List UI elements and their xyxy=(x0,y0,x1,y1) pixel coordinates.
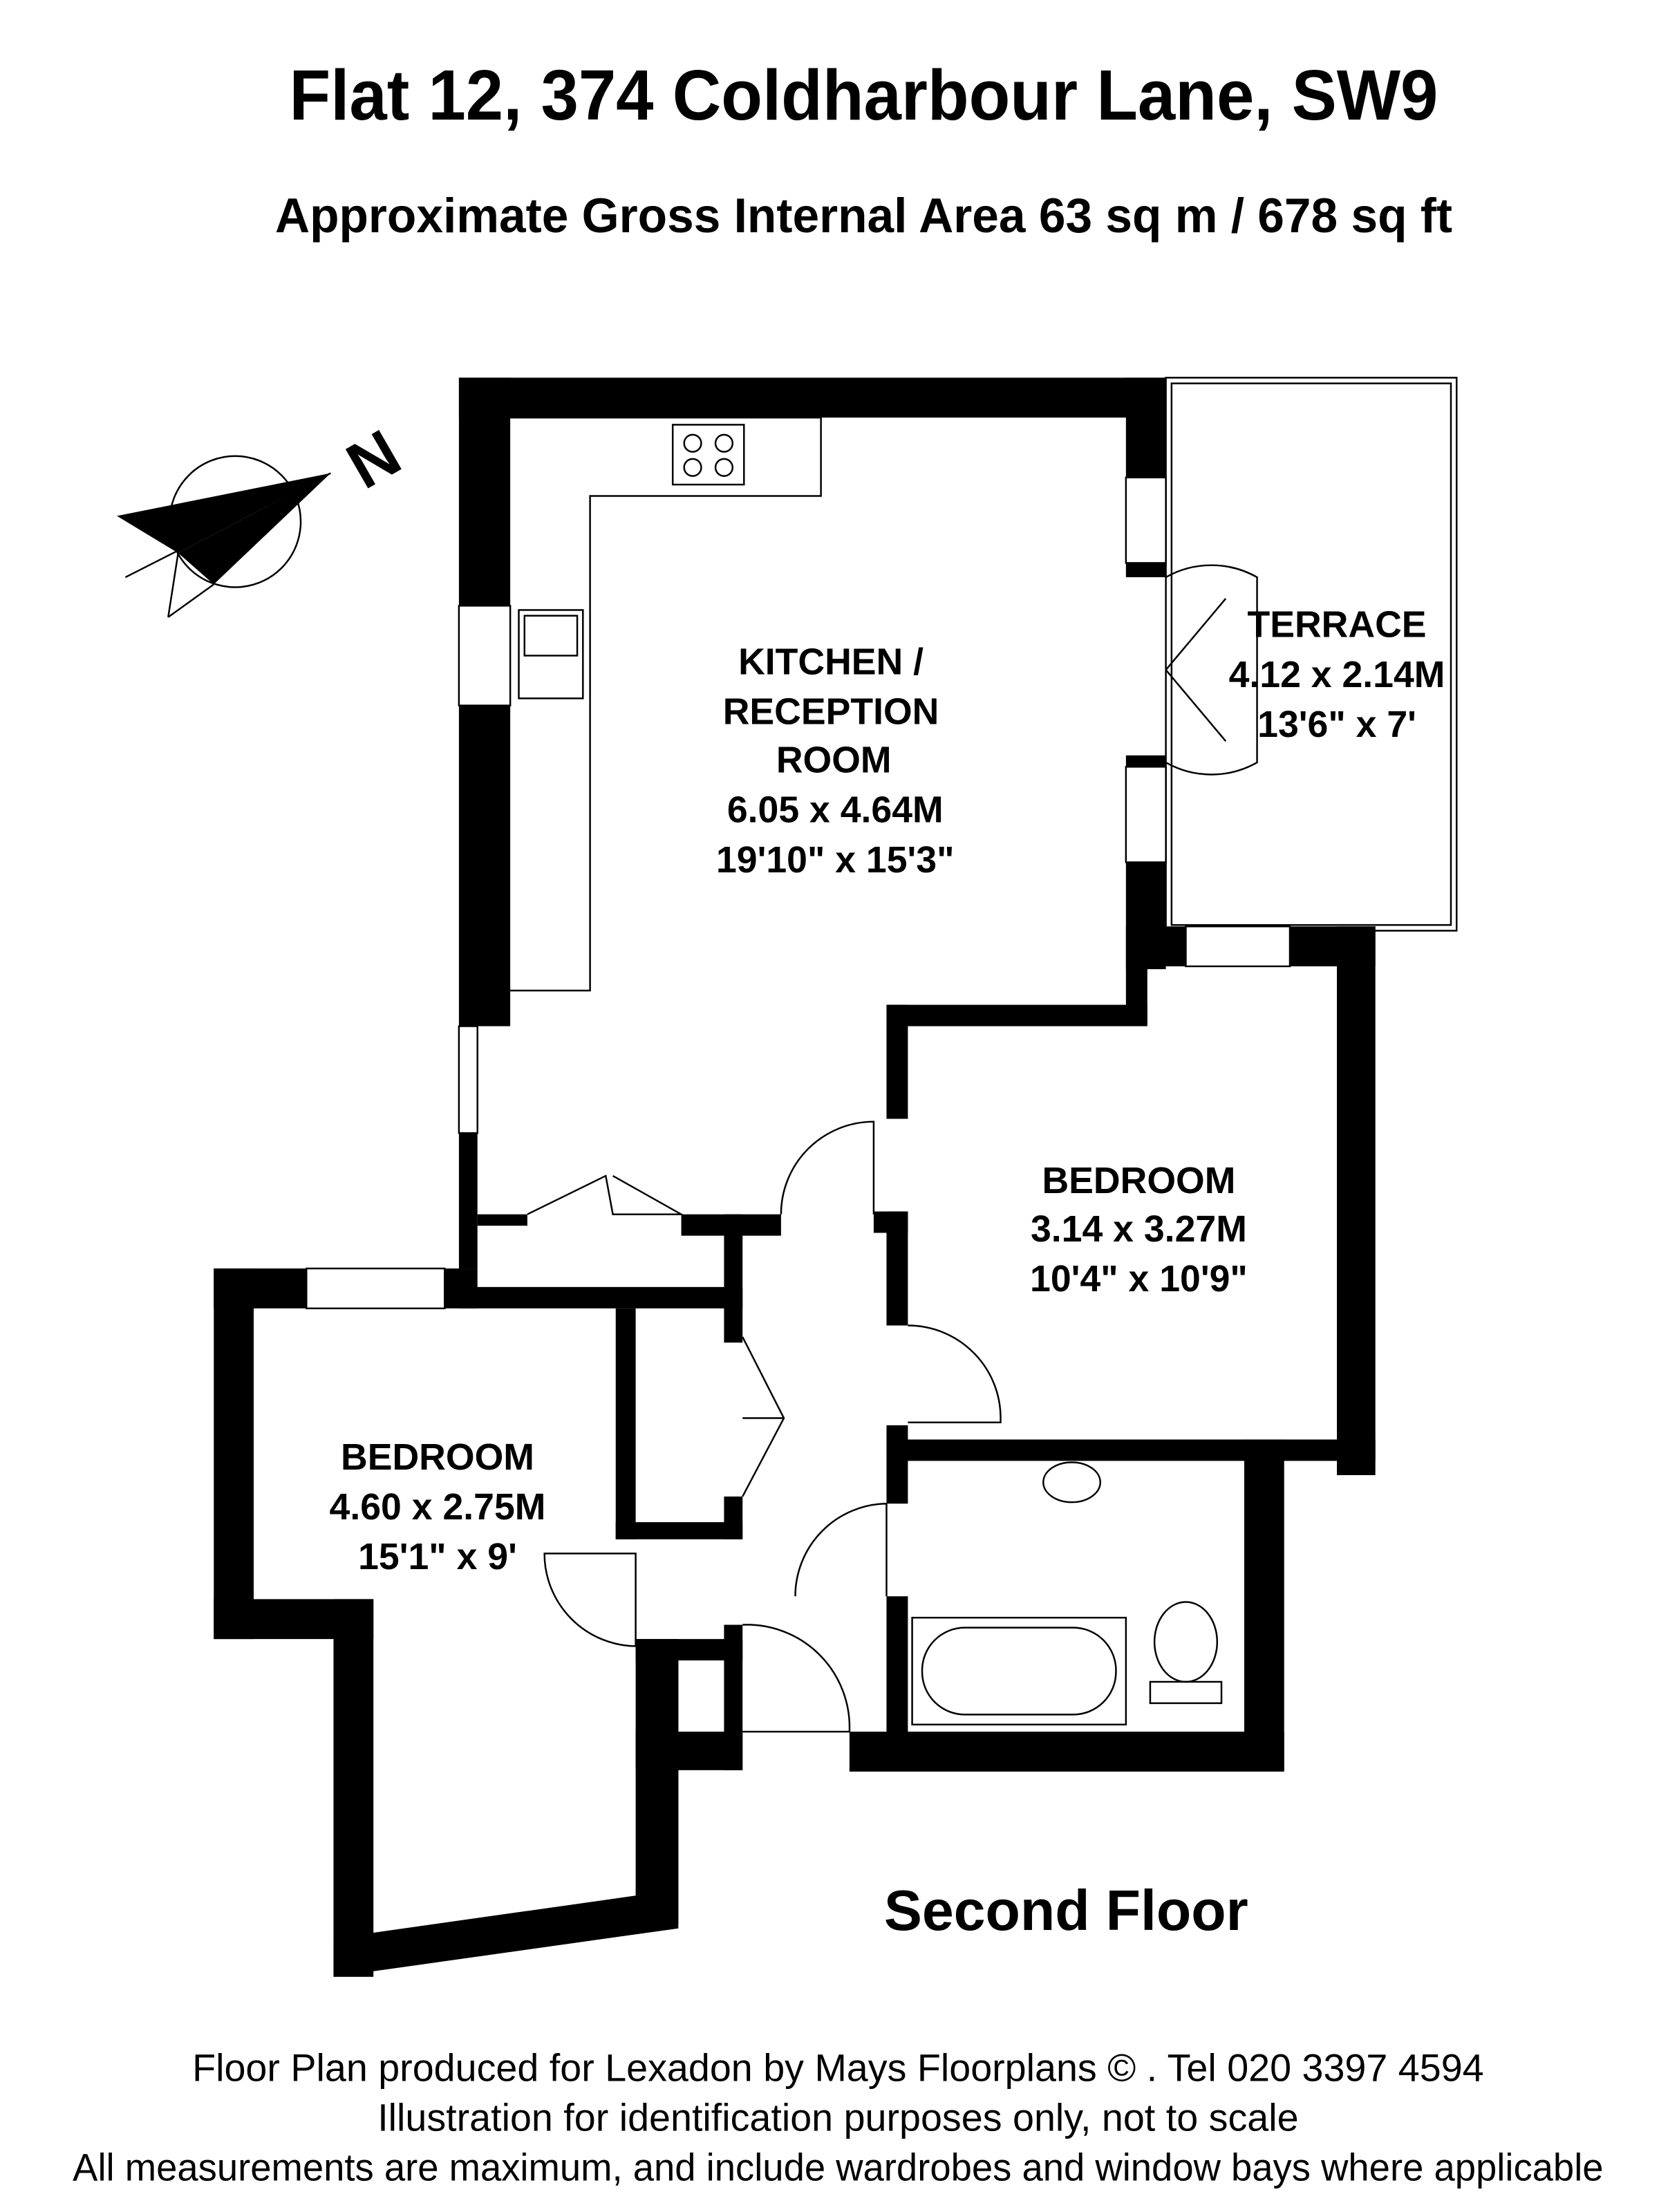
terrace-metric: 4.12 x 2.14M xyxy=(1229,654,1445,695)
property-title: Flat 12, 374 Coldharbour Lane, SW9 xyxy=(290,55,1438,135)
bedroom-2-metric: 4.60 x 2.75M xyxy=(330,1486,546,1528)
bedroom-1-metric: 3.14 x 3.27M xyxy=(1031,1208,1247,1250)
terrace-outline xyxy=(1165,377,1458,932)
footer: Floor Plan produced for Lexadon by Mays … xyxy=(73,2046,1603,2188)
compass-icon: N xyxy=(117,416,413,618)
north-label: N xyxy=(335,416,413,503)
footer-line-2: Illustration for identification purposes… xyxy=(377,2096,1298,2139)
terrace-name: TERRACE xyxy=(1247,604,1426,646)
room-terrace: TERRACE 4.12 x 2.14M 13'6" x 7' xyxy=(1229,604,1445,745)
room-kitchen: KITCHEN / RECEPTION ROOM 6.05 x 4.64M 19… xyxy=(716,641,955,881)
kitchen-metric: 6.05 x 4.64M xyxy=(727,789,944,831)
bedroom-2-name: BEDROOM xyxy=(341,1436,534,1478)
room-bedroom-1: BEDROOM 3.14 x 3.27M 10'4" x 10'9" xyxy=(1030,1160,1248,1300)
footer-line-1: Floor Plan produced for Lexadon by Mays … xyxy=(192,2046,1484,2089)
kitchen-name-3: ROOM xyxy=(776,740,892,781)
kitchen-imperial: 19'10" x 15'3" xyxy=(716,839,955,881)
bedroom-1-name: BEDROOM xyxy=(1042,1160,1235,1201)
bedroom-2-imperial: 15'1" x 9' xyxy=(358,1536,517,1577)
floor-label: Second Floor xyxy=(884,1879,1248,1942)
gross-area: Approximate Gross Internal Area 63 sq m … xyxy=(275,189,1452,243)
terrace-imperial: 13'6" x 7' xyxy=(1257,704,1416,745)
bedroom-1-imperial: 10'4" x 10'9" xyxy=(1030,1258,1248,1300)
footer-line-3: All measurements are maximum, and includ… xyxy=(73,2146,1603,2189)
doors xyxy=(527,564,1258,1733)
walls xyxy=(214,377,1376,1977)
kitchen-worktop xyxy=(510,416,822,992)
kitchen-name-2: RECEPTION xyxy=(723,691,939,732)
kitchen-name-1: KITCHEN / xyxy=(738,641,924,682)
room-bedroom-2: BEDROOM 4.60 x 2.75M 15'1" x 9' xyxy=(330,1436,546,1577)
bathroom-fittings xyxy=(911,1461,1223,1726)
windows xyxy=(306,476,1291,1310)
